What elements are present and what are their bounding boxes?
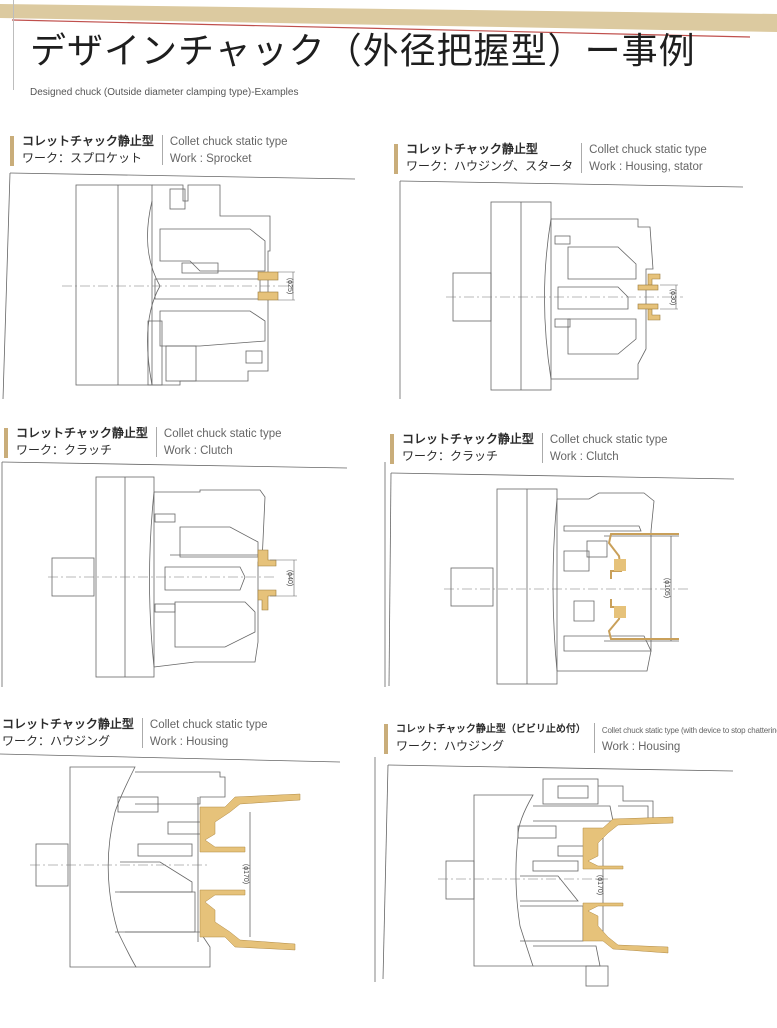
- chuck-body-plate: [75, 184, 153, 386]
- jp-work-label: ワーク：クラッチ: [402, 449, 499, 463]
- dimension-label: (ϕ170): [596, 875, 603, 895]
- en-work-label: Work : Housing, stator: [589, 161, 703, 173]
- workpiece-upper: [582, 816, 674, 870]
- accent-bar: [394, 144, 398, 174]
- jp-type-label: コレットチャック静止型: [22, 134, 154, 148]
- page-edge-line: [13, 0, 14, 90]
- workpiece-sprocket: [257, 271, 279, 301]
- jp-work-label: ワーク：ハウジング: [396, 739, 505, 753]
- chuck-body-curve: [147, 200, 161, 386]
- jp-work-label: ワーク：ハウジング: [2, 734, 111, 748]
- accent-bar: [384, 724, 388, 754]
- frame-top-rule: [387, 764, 734, 772]
- en-work-label: Work : Clutch: [163, 445, 233, 457]
- en-work-label: Work : Housing: [601, 741, 681, 753]
- chuck-housing-outline: [152, 184, 271, 386]
- page-title: デザインチャック（外径把握型）ー事例: [30, 31, 696, 72]
- workpiece-upper: [647, 273, 661, 286]
- example-header: コレットチャック静止型 ワーク：クラッチ Collet chuck static…: [390, 431, 668, 469]
- dimension-label: (ϕ30): [669, 289, 676, 305]
- chuck-shank: [450, 567, 494, 607]
- page-subtitle: Designed chuck (Outside diameter clampin…: [30, 87, 299, 98]
- jp-work-label: ワーク：クラッチ: [16, 443, 113, 457]
- en-type-label: Collet chuck static type: [163, 428, 282, 440]
- bolt-2: [137, 843, 193, 857]
- top-cover: [135, 771, 226, 805]
- en-type-label: Collet chuck static type: [589, 144, 707, 156]
- workpiece-upper: [257, 271, 279, 281]
- bolt-3: [532, 860, 579, 872]
- workpiece-lower: [257, 291, 279, 301]
- anti-chatter-device: [542, 778, 599, 805]
- example-header: コレットチャック静止型 ワーク：ハウジング Collet chuck stati…: [0, 716, 268, 754]
- jp-type-label: コレットチャック静止型: [2, 717, 134, 731]
- workpiece-lower: [607, 599, 679, 640]
- accent-bar: [10, 136, 14, 166]
- example-header: コレットチャック静止型 ワーク：ハウジング、スタータ Collet chuck …: [394, 141, 707, 179]
- jp-type-label: コレットチャック静止型: [406, 142, 538, 156]
- accent-bar: [390, 434, 394, 464]
- en-work-label: Work : Sprocket: [169, 153, 252, 165]
- jp-work-label: ワーク：スプロケット: [22, 151, 143, 165]
- example-header: コレットチャック静止型（ビビリ止め付） ワーク：ハウジング Collet chu…: [384, 721, 777, 759]
- workpiece-housing-large: [582, 816, 674, 954]
- header-red-rule: [11, 19, 751, 38]
- workpiece-housing-large: [199, 793, 301, 951]
- jp-type-label: コレットチャック静止型: [16, 426, 148, 440]
- jp-work-label: ワーク：ハウジング、スタータ: [406, 159, 574, 173]
- chuck-drawing: (ϕ170): [0, 752, 380, 992]
- frame-top-rule: [399, 180, 744, 188]
- dimension-label: (ϕ170): [242, 864, 249, 884]
- dimension-label: (ϕ105): [663, 578, 670, 598]
- dimension-label: (ϕ25): [286, 278, 293, 294]
- header-divider: [581, 143, 583, 173]
- jp-type-label: コレットチャック静止型（ビビリ止め付）: [396, 724, 586, 735]
- bolt-1: [167, 821, 203, 835]
- frame-top-rule: [1, 461, 348, 469]
- frame-left-rule: [388, 472, 392, 687]
- en-work-label: Work : Housing: [149, 736, 229, 748]
- workpiece-clutch-cup: [607, 533, 679, 640]
- en-type-label: Collet chuck static type: [149, 719, 268, 731]
- header-divider: [161, 135, 163, 165]
- workpiece-lower: [257, 589, 277, 611]
- chuck-body-plate: [473, 794, 534, 967]
- chuck-drawing: (ϕ105): [388, 471, 759, 696]
- chuck-drawing: (ϕ25): [0, 171, 370, 401]
- example-header: コレットチャック静止型 ワーク：クラッチ Collet chuck static…: [4, 425, 282, 463]
- header-divider: [541, 433, 543, 463]
- chuck-drawing: (ϕ30): [398, 179, 768, 404]
- workpiece-lower: [582, 902, 669, 954]
- frame-left-rule: [382, 764, 389, 980]
- header-band-fill: [0, 4, 777, 32]
- example-header: コレットチャック静止型 ワーク：スプロケット Collet chuck stat…: [10, 133, 288, 171]
- chuck-shank: [445, 860, 475, 900]
- workpiece-lower: [647, 308, 661, 321]
- header-band: [0, 0, 777, 40]
- chuck-drawing: (ϕ40): [0, 461, 390, 692]
- en-type-label: Collet chuck static type (with device to…: [601, 726, 777, 735]
- workpiece-upper: [257, 549, 277, 567]
- en-type-label: Collet chuck static type: [169, 136, 288, 148]
- accent-bar: [4, 428, 8, 458]
- en-work-label: Work : Clutch: [549, 451, 619, 463]
- chuck-drawing: (ϕ170): [378, 761, 758, 996]
- bolt-1: [517, 825, 557, 839]
- frame-top-rule: [390, 472, 735, 480]
- header-divider: [141, 718, 143, 748]
- workpiece-upper: [199, 793, 301, 853]
- workpiece-housing: [637, 273, 661, 321]
- frame-top-rule: [0, 753, 341, 763]
- chuck-body-plate: [69, 766, 137, 968]
- workpiece-clutch: [257, 549, 277, 611]
- workpiece-upper: [607, 533, 679, 579]
- frame-left-rule: [2, 172, 11, 400]
- frame-top-rule: [9, 172, 356, 180]
- jp-type-label: コレットチャック静止型: [402, 432, 534, 446]
- workpiece-lower: [199, 889, 296, 951]
- header-divider: [155, 427, 157, 457]
- dimension-label: (ϕ40): [286, 570, 293, 586]
- en-type-label: Collet chuck static type: [549, 434, 668, 446]
- header-divider: [593, 723, 595, 753]
